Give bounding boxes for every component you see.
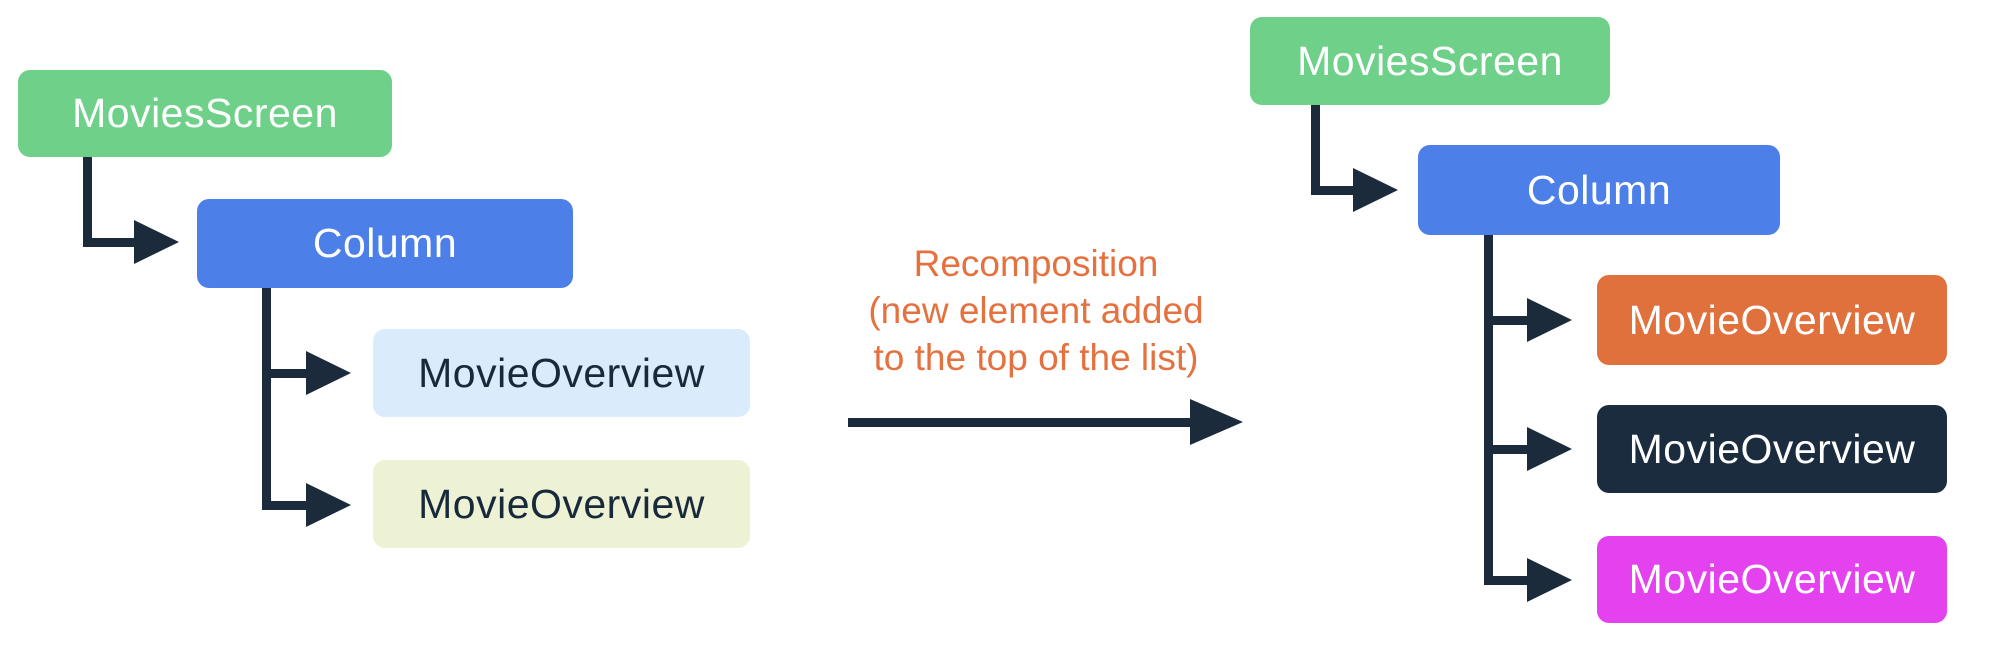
annotation-line: (new element added bbox=[868, 290, 1204, 331]
connector-line bbox=[1311, 186, 1356, 195]
node-movieoverview-1: MovieOverview bbox=[373, 329, 750, 417]
node-column: Column bbox=[1418, 145, 1780, 235]
node-movieoverview-new: MovieOverview bbox=[1597, 275, 1947, 365]
transition-arrowhead-icon bbox=[1190, 399, 1243, 445]
arrowhead-icon bbox=[1527, 558, 1572, 602]
arrowhead-icon bbox=[1527, 298, 1572, 342]
node-column: Column bbox=[197, 199, 573, 288]
arrowhead-icon bbox=[306, 483, 351, 527]
arrowhead-icon bbox=[306, 351, 351, 395]
arrowhead-icon bbox=[1527, 427, 1572, 471]
connector-line bbox=[1311, 105, 1320, 195]
node-movieoverview-2: MovieOverview bbox=[373, 460, 750, 548]
connector-line bbox=[1484, 576, 1528, 585]
node-moviesscreen: MoviesScreen bbox=[18, 70, 392, 157]
recomposition-annotation: Recomposition (new element added to the … bbox=[821, 240, 1251, 381]
connector-line bbox=[1484, 445, 1528, 454]
connector-line bbox=[262, 369, 310, 378]
arrowhead-icon bbox=[1353, 168, 1398, 212]
node-movieoverview-2: MovieOverview bbox=[1597, 536, 1947, 623]
node-moviesscreen: MoviesScreen bbox=[1250, 17, 1610, 105]
connector-line bbox=[262, 501, 310, 510]
connector-line bbox=[83, 238, 135, 247]
connector-line bbox=[83, 157, 92, 247]
connector-line bbox=[1484, 235, 1493, 585]
annotation-line: to the top of the list) bbox=[873, 337, 1199, 378]
node-movieoverview-1: MovieOverview bbox=[1597, 405, 1947, 493]
arrowhead-icon bbox=[134, 220, 179, 264]
annotation-line: Recomposition bbox=[913, 243, 1159, 284]
connector-line bbox=[262, 288, 271, 510]
transition-arrow-line bbox=[848, 418, 1193, 427]
connector-line bbox=[1484, 316, 1528, 325]
